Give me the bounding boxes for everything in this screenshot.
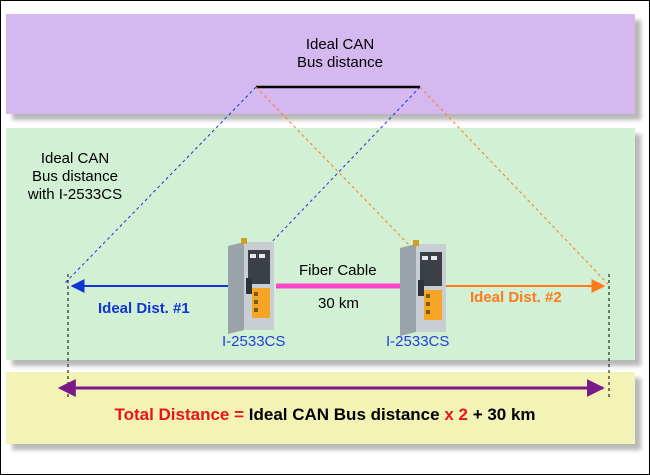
total-part4: + 30 km: [467, 405, 536, 424]
fiber-cable-label: Fiber Cable: [299, 262, 377, 279]
total-part3: x 2: [444, 405, 468, 424]
device-1-label: I-2533CS: [222, 333, 286, 350]
top-label-line2: Bus distance: [297, 54, 383, 71]
left-band-label: Ideal CAN Bus distance with I-2533CS: [20, 150, 130, 204]
total-distance-formula: Total Distance = Ideal CAN Bus distance …: [0, 405, 650, 425]
top-label-line1: Ideal CAN: [305, 36, 375, 53]
total-part2: Ideal CAN Bus distance: [248, 405, 445, 424]
middle-band: [6, 128, 635, 360]
left-label-line3: with I-2533CS: [27, 186, 123, 203]
total-part1: Total Distance =: [114, 405, 249, 424]
top-band: [6, 14, 635, 114]
left-label-line2: Bus distance: [32, 168, 118, 185]
left-label-line1: Ideal CAN: [40, 150, 110, 167]
fiber-length-label: 30 km: [318, 295, 359, 312]
device-icon-1: [228, 238, 274, 334]
device-2-label: I-2533CS: [386, 333, 450, 350]
ideal-dist-1-label: Ideal Dist. #1: [98, 300, 190, 317]
top-band-label: Ideal CAN Bus distance: [270, 36, 410, 72]
orange-projection-right: [419, 86, 609, 285]
device-icon-2: [400, 240, 446, 336]
orange-projection-left: [255, 86, 411, 247]
blue-projection-left: [63, 86, 257, 285]
ideal-dist-2-label: Ideal Dist. #2: [470, 289, 562, 306]
blue-projection-right: [267, 86, 421, 247]
